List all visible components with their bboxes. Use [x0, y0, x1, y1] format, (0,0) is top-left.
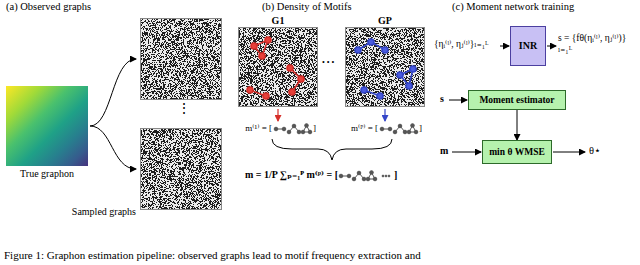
- bracket: ]: [313, 123, 316, 133]
- output-arrow: [547, 46, 556, 47]
- group-label: Sampled graphs: [72, 206, 136, 218]
- input-symbol: s: [440, 93, 444, 105]
- loss-box: min θ WMSE: [482, 140, 552, 164]
- estimator-box: Moment estimator: [468, 90, 566, 110]
- average-vector: m = 1/P ∑ₚ₌₁ᴾ m⁽ᵖ⁾ = [: [245, 169, 338, 181]
- input-arrow: [449, 100, 467, 101]
- panel-title: (b) Density of Motifs: [262, 1, 352, 13]
- sample-arrow: [90, 59, 136, 126]
- node-caption: G1: [218, 15, 338, 27]
- average-brace: [272, 139, 392, 160]
- panel-title: (a) Observed graphs: [6, 1, 91, 13]
- sampled-graph: [238, 27, 318, 107]
- bracket: ]: [419, 123, 422, 133]
- network-output: s = {fθ(ηᵢ⁽ˡ⁾, ηⱼ⁽ˡ⁾)}ₗ₌₁ᴸ: [558, 33, 636, 55]
- sample-arrow: [90, 126, 136, 169]
- motif-icons: [274, 124, 312, 134]
- count-arrow: [277, 109, 278, 121]
- bracket: ]: [394, 169, 397, 181]
- output-symbol: θ⋆: [589, 145, 601, 157]
- node-caption: True graphon: [0, 168, 108, 180]
- ellipsis-dots: • • •: [322, 58, 334, 67]
- vertical-ellipsis: ⋮: [177, 101, 191, 117]
- graphon-square: True graphon: [6, 86, 88, 166]
- node-caption: GP: [325, 15, 445, 27]
- motif-vector: m⁽ᴾ⁾ = [: [351, 123, 378, 133]
- graph-square: GP: [345, 27, 425, 107]
- motif-vector: m⁽¹⁾ = [: [245, 123, 272, 133]
- node-label: min θ WMSE: [489, 147, 545, 158]
- input-coordinates: {ηᵢ⁽ˡ⁾, ηⱼ⁽ˡ⁾}ₗ₌₁ᴸ: [434, 39, 489, 50]
- count-arrow: [384, 109, 385, 121]
- red-motif: [247, 37, 304, 99]
- connector-arrow: [517, 110, 518, 140]
- input-arrow: [452, 152, 481, 153]
- node-label: G1: [218, 15, 338, 27]
- inr-box: INR: [510, 26, 546, 66]
- input-symbol: m: [440, 145, 448, 157]
- motif-icons: [380, 124, 418, 134]
- panel-title: (c) Moment network training: [452, 1, 574, 13]
- sampled-graph: [140, 18, 222, 100]
- figure-caption: Figure 1: Graphon estimation pipeline: o…: [4, 249, 421, 262]
- motif-icons: [339, 171, 390, 181]
- graph-square: G1: [238, 27, 318, 107]
- node-label: True graphon: [0, 168, 108, 180]
- blue-motif: [355, 39, 416, 99]
- node-label: Moment estimator: [479, 95, 554, 106]
- output-arrow: [553, 152, 585, 153]
- node-label: GP: [325, 15, 445, 27]
- node-label: INR: [519, 40, 537, 52]
- sampled-graph: [140, 128, 222, 210]
- input-arrow: [500, 46, 509, 47]
